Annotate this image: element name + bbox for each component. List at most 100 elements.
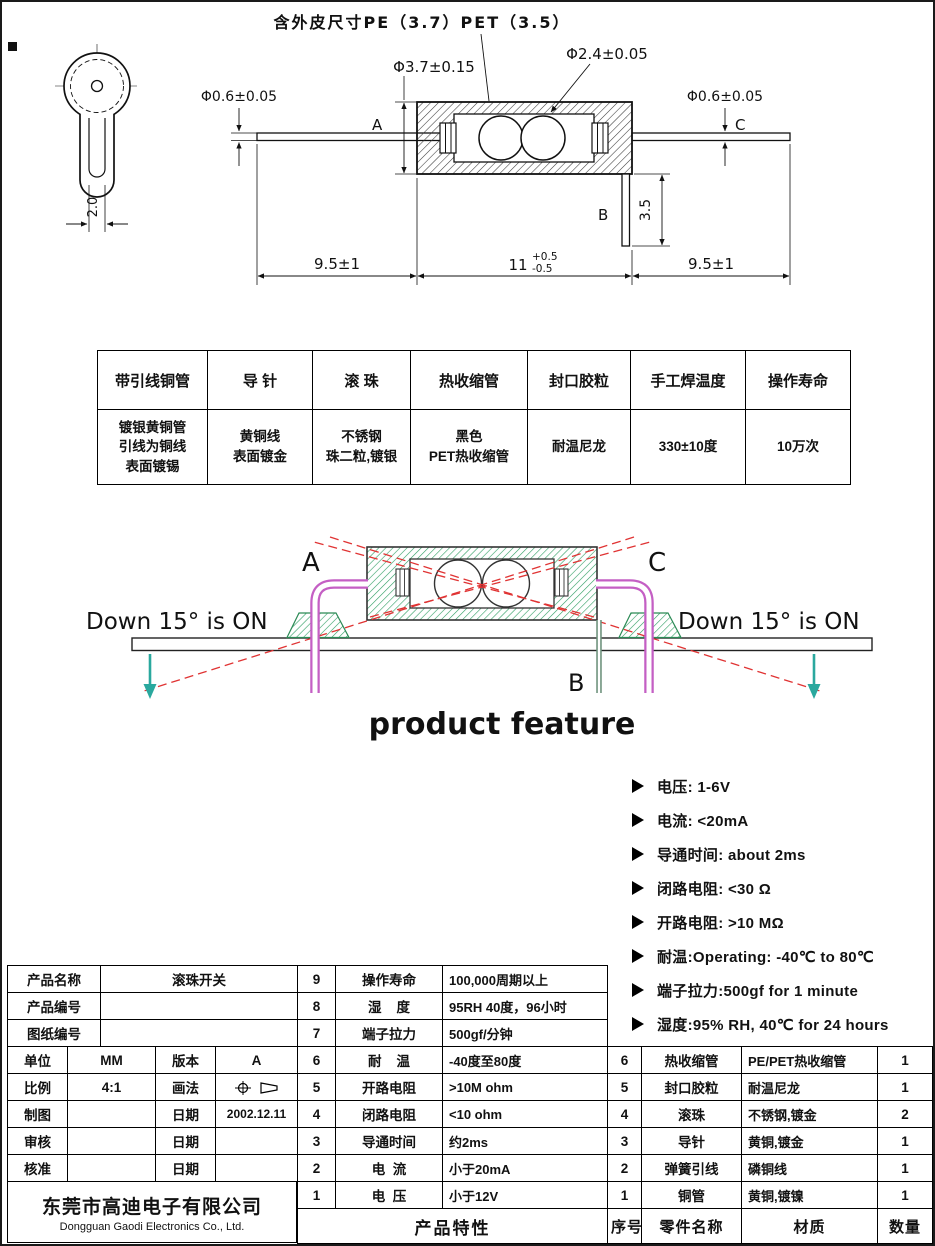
part-no: 6 bbox=[607, 1046, 642, 1074]
part-no: 3 bbox=[607, 1127, 642, 1155]
check-date bbox=[215, 1127, 298, 1155]
part-material: 不锈钢,镀金 bbox=[741, 1100, 878, 1128]
date-label: 日期 bbox=[155, 1100, 216, 1128]
materials-header: 操作寿命 bbox=[745, 350, 851, 410]
feature-caption: product feature bbox=[369, 707, 636, 742]
feature-text: 开路电阻: >10 MΩ bbox=[657, 914, 784, 932]
spec-name: 耐 温 bbox=[335, 1046, 443, 1074]
right-tilt-note: Down 15° is ON bbox=[678, 609, 860, 635]
company-block: 东莞市高迪电子有限公司 Dongguan Gaodi Electronics C… bbox=[7, 1181, 297, 1243]
dim-lead-left: Φ0.6±0.05 bbox=[201, 89, 277, 105]
part-material: 黄铜,镀镍 bbox=[741, 1181, 878, 1209]
spec-table-footer: 产品特性 bbox=[297, 1208, 608, 1244]
feature-text: 电压: 1-6V bbox=[657, 778, 731, 796]
mounting-beam bbox=[131, 637, 873, 652]
materials-value: 330±10度 bbox=[630, 409, 746, 485]
part-no: 5 bbox=[607, 1073, 642, 1101]
lead-a bbox=[256, 132, 443, 142]
product-name-label: 产品名称 bbox=[7, 965, 101, 993]
materials-value: 耐温尼龙 bbox=[527, 409, 631, 485]
feature-item: 导通时间: about 2ms bbox=[632, 844, 889, 864]
spec-no: 7 bbox=[297, 1019, 336, 1047]
dim-outer: Φ3.7±0.15 bbox=[393, 58, 475, 76]
triangle-bullet-icon bbox=[632, 983, 644, 997]
spec-name: 操作寿命 bbox=[335, 965, 443, 993]
drawing-title: 含外皮尺寸PE（3.7）PET（3.5） bbox=[274, 13, 571, 32]
spec-no: 2 bbox=[297, 1154, 336, 1182]
part-no: 2 bbox=[607, 1154, 642, 1182]
company-name-cn: 东莞市高迪电子有限公司 bbox=[41, 1196, 262, 1218]
dimension-drawing: 含外皮尺寸PE（3.7）PET（3.5） 2.0 bbox=[8, 13, 791, 285]
company-name-en: Dongguan Gaodi Electronics Co., Ltd. bbox=[59, 1220, 245, 1233]
spec-name: 电 压 bbox=[335, 1181, 443, 1209]
approve-name bbox=[67, 1154, 156, 1182]
part-material: PE/PET热收缩管 bbox=[741, 1046, 878, 1074]
spec-value: 500gf/分钟 bbox=[442, 1019, 608, 1047]
part-material: 黄铜,镀金 bbox=[741, 1127, 878, 1155]
date-label: 日期 bbox=[155, 1154, 216, 1182]
feature-item: 端子拉力:500gf for 1 minute bbox=[632, 980, 889, 1000]
materials-value: 黑色 PET热收缩管 bbox=[410, 409, 528, 485]
part-no: 4 bbox=[607, 1100, 642, 1128]
tilt-arrow-right-icon bbox=[807, 654, 821, 699]
feature-list: 电压: 1-6V 电流: <20mA 导通时间: about 2ms 闭路电阻:… bbox=[632, 776, 889, 1048]
drawing-no-label: 图纸编号 bbox=[7, 1019, 101, 1047]
approve-label: 核准 bbox=[7, 1154, 68, 1182]
lead-c-feature bbox=[596, 579, 654, 693]
date-label: 日期 bbox=[155, 1127, 216, 1155]
title-block-top: 产品名称 滚珠开关 产品编号 图纸编号 bbox=[7, 965, 298, 1047]
lead-b bbox=[621, 173, 631, 247]
spec-value: >10M ohm bbox=[442, 1073, 608, 1101]
feature-drawing: A C B Down 15° is ON Down 15° is ON prod… bbox=[86, 536, 873, 742]
lead-c bbox=[631, 132, 791, 142]
parts-footer-qty: 数量 bbox=[877, 1208, 933, 1244]
drawing-no-value bbox=[100, 1019, 298, 1047]
scale-value: 4:1 bbox=[67, 1073, 156, 1101]
spec-name: 电 流 bbox=[335, 1154, 443, 1182]
part-qty: 1 bbox=[877, 1154, 933, 1182]
spec-value: 100,000周期以上 bbox=[442, 965, 608, 993]
spec-name: 开路电阻 bbox=[335, 1073, 443, 1101]
part-name: 铜管 bbox=[641, 1181, 742, 1209]
spec-name: 端子拉力 bbox=[335, 1019, 443, 1047]
feature-label-a: A bbox=[302, 548, 320, 578]
check-name bbox=[67, 1127, 156, 1155]
ball-2 bbox=[520, 115, 566, 161]
version-value: A bbox=[215, 1046, 298, 1074]
dim-seg-left: 9.5±1 bbox=[314, 255, 360, 273]
materials-header: 导 针 bbox=[207, 350, 313, 410]
approve-date bbox=[215, 1154, 298, 1182]
materials-header: 封口胶粒 bbox=[527, 350, 631, 410]
unit-label: 单位 bbox=[7, 1046, 68, 1074]
spec-value: <10 ohm bbox=[442, 1100, 608, 1128]
spec-value: -40度至80度 bbox=[442, 1046, 608, 1074]
check-label: 审核 bbox=[7, 1127, 68, 1155]
materials-value: 10万次 bbox=[745, 409, 851, 485]
parts-footer-name: 零件名称 bbox=[641, 1208, 742, 1244]
dim-seg-right: 9.5±1 bbox=[688, 255, 734, 273]
dim-seg-mid-tol-up: +0.5 bbox=[532, 251, 558, 263]
lead-a-feature bbox=[310, 579, 368, 693]
label-b: B bbox=[598, 206, 608, 224]
feature-item: 湿度:95% RH, 40℃ for 24 hours bbox=[632, 1014, 889, 1034]
part-qty: 1 bbox=[877, 1073, 933, 1101]
version-label: 版本 bbox=[155, 1046, 216, 1074]
spec-name: 闭路电阻 bbox=[335, 1100, 443, 1128]
dim-seg-mid-tol-dn: -0.5 bbox=[532, 263, 553, 275]
feature-text: 闭路电阻: <30 Ω bbox=[657, 880, 772, 898]
spec-value: 小于20mA bbox=[442, 1154, 608, 1182]
unit-value: MM bbox=[67, 1046, 156, 1074]
tilt-arrow-left-icon bbox=[143, 654, 157, 699]
spec-no: 1 bbox=[297, 1181, 336, 1209]
draft-name bbox=[67, 1100, 156, 1128]
